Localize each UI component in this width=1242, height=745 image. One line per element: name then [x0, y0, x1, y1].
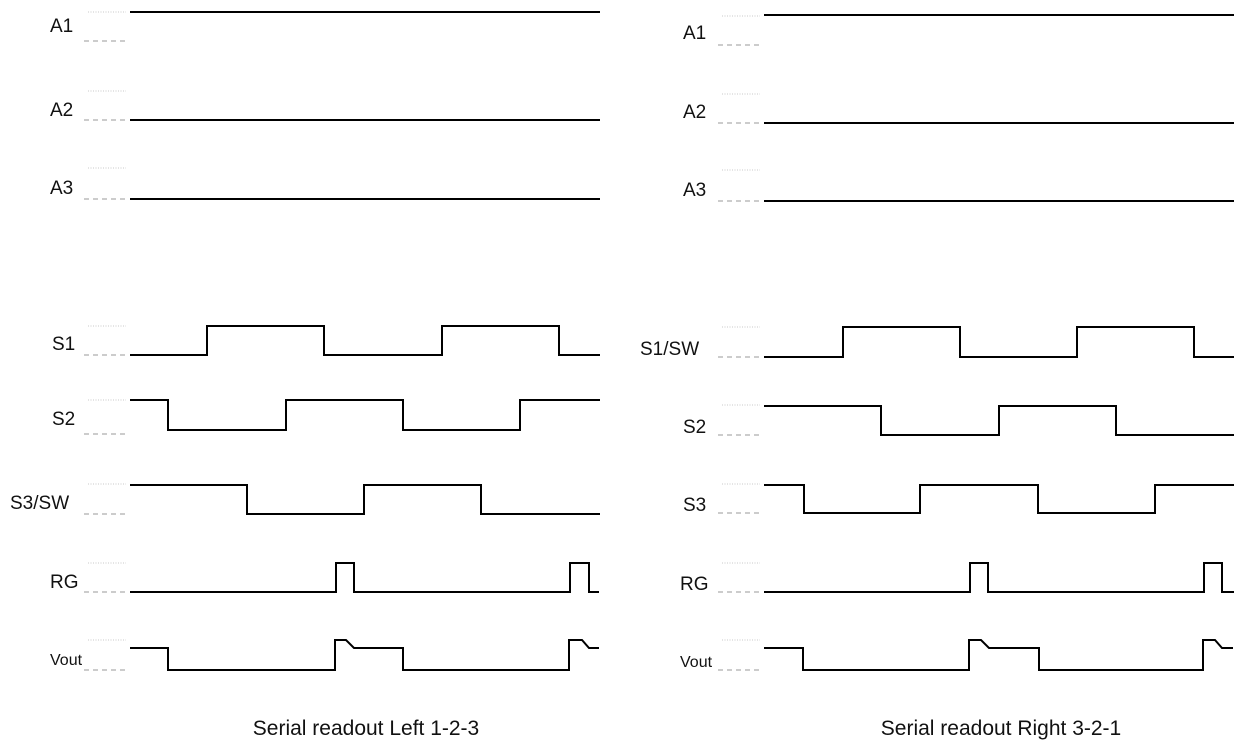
signal-label-a1-right: A1 [683, 23, 706, 44]
right-panel: A1 A2 A3 S1/SW S2 S3 RG Vout [640, 14, 1234, 740]
wave-s1 [130, 325, 600, 356]
signal-label-rg: RG [50, 572, 79, 593]
signal-label-a3-right: A3 [683, 180, 706, 201]
left-panel: A1 A2 A3 S1 S2 S3/SW RG Vout [10, 11, 600, 740]
signal-label-a2-right: A2 [683, 102, 706, 123]
signal-label-s1-sw-right: S1/SW [640, 339, 699, 360]
wave-vout-right [764, 639, 1233, 671]
wave-s2-right [764, 405, 1234, 436]
wave-rg [130, 562, 599, 593]
signal-label-s2-right: S2 [683, 417, 706, 438]
right-guides [718, 15, 762, 671]
signal-label-rg-right: RG [680, 574, 709, 595]
wave-s3-sw [130, 484, 600, 515]
wave-s2 [130, 399, 600, 431]
signal-label-a2: A2 [50, 100, 73, 121]
signal-label-s1: S1 [52, 334, 75, 355]
left-guides [84, 11, 128, 671]
signal-label-a3: A3 [50, 178, 73, 199]
signal-label-a1: A1 [50, 16, 73, 37]
right-panel-caption: Serial readout Right 3-2-1 [881, 717, 1121, 740]
wave-s1-sw-right [764, 326, 1234, 358]
wave-vout [130, 639, 599, 671]
left-panel-caption: Serial readout Left 1-2-3 [253, 717, 479, 740]
signal-label-s2: S2 [52, 409, 75, 430]
signal-label-vout-right: Vout [680, 654, 713, 671]
signal-label-vout: Vout [50, 652, 83, 669]
signal-label-s3-right: S3 [683, 495, 706, 516]
wave-s3-right [764, 484, 1234, 514]
signal-label-s3-sw: S3/SW [10, 493, 69, 514]
wave-rg-right [764, 562, 1234, 593]
